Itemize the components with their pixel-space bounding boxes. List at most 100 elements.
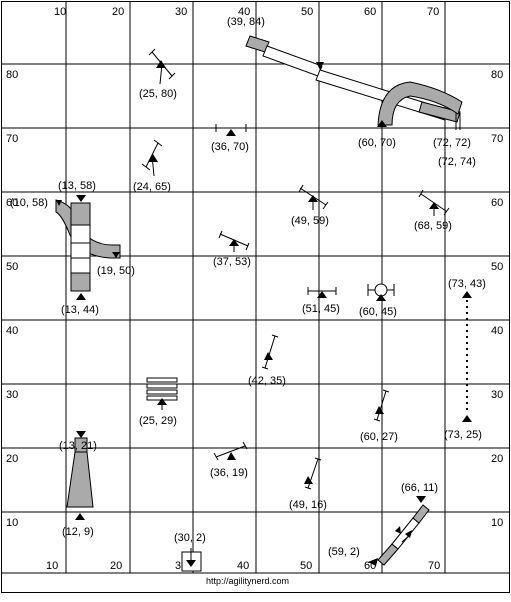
- jump-wing: [322, 201, 329, 210]
- teeter-59-2: [368, 496, 430, 566]
- jump-wing: [242, 441, 248, 450]
- tunnel-obstacle: [377, 81, 463, 127]
- tire-60-45: [367, 283, 395, 301]
- teeter-plank-end: [412, 504, 430, 524]
- entry-arrow-66-11: [416, 496, 426, 503]
- x-tick-bottom: 40: [237, 560, 249, 572]
- coord-label: (12, 9): [62, 526, 94, 538]
- weave-segment: [70, 224, 91, 244]
- x-tick-top: 40: [238, 6, 250, 18]
- x-tick-top: 20: [112, 6, 124, 18]
- jump-wing: [271, 334, 279, 338]
- jump-wing: [298, 184, 304, 193]
- coord-label: (36, 19): [210, 467, 248, 479]
- coord-label: (39, 84): [227, 16, 265, 28]
- coord-label: (30, 2): [174, 532, 206, 544]
- exit-arrow-13-44: [76, 293, 86, 300]
- broad-jump-board: [146, 383, 178, 389]
- x-tick-top: 50: [301, 6, 313, 18]
- y-axis-right: 80 70 60 50 40 30 20 10: [491, 69, 503, 529]
- direction-arrow: [317, 291, 327, 298]
- x-tick-top: 60: [364, 6, 376, 18]
- coord-label: (13, 21): [59, 440, 97, 452]
- jump-wing: [418, 189, 424, 198]
- jump-wing: [141, 163, 151, 171]
- coord-label: (42, 35): [248, 375, 286, 387]
- coord-label: (19, 50): [97, 265, 135, 277]
- jump-wing: [213, 452, 219, 461]
- jump-wing: [245, 242, 250, 251]
- y-tick-left: 60: [6, 197, 18, 209]
- jump-37-53: [218, 230, 250, 252]
- jump-51-45: [307, 287, 337, 298]
- tunnel-end-marker: [112, 252, 120, 258]
- jump-wing: [218, 230, 223, 239]
- direction-arrow: [227, 452, 236, 460]
- y-tick-left: 20: [6, 453, 18, 465]
- coord-label: (68, 59): [414, 220, 452, 232]
- coord-label: (51, 45): [302, 303, 340, 315]
- coord-label: (59, 2): [328, 546, 360, 558]
- coord-label: (60, 27): [360, 431, 398, 443]
- jump-36-70: [215, 124, 247, 136]
- x-tick-top: 10: [54, 6, 66, 18]
- jump-bar: [215, 445, 246, 458]
- direction-arrow: [226, 129, 236, 136]
- jump-wing: [304, 486, 312, 490]
- jump-60-27: [373, 389, 390, 422]
- coord-label: (25, 29): [139, 415, 177, 427]
- y-tick-right: 80: [491, 69, 503, 81]
- y-tick-right: 70: [491, 133, 503, 145]
- jump-wing: [153, 139, 163, 147]
- tunnel-entry-marker: [377, 120, 387, 127]
- coord-label: (60, 70): [358, 137, 396, 149]
- coord-label: (73, 43): [448, 278, 486, 290]
- start-arrow: [186, 560, 196, 567]
- weave-end-arrow: [462, 415, 472, 422]
- y-tick-left: 10: [6, 517, 18, 529]
- jump-wing: [373, 418, 381, 422]
- entry-arrow-13-58: [76, 195, 86, 202]
- broad-jump-board: [146, 377, 178, 383]
- footer-url[interactable]: http://agilitynerd.com: [206, 576, 289, 586]
- coord-label: (49, 59): [291, 215, 329, 227]
- direction-arrow: [157, 398, 167, 405]
- x-tick-top: 70: [427, 6, 439, 18]
- x-tick-top: 30: [175, 6, 187, 18]
- direction-arrow: [156, 60, 166, 68]
- y-tick-right: 20: [491, 453, 503, 465]
- coord-label: (13, 44): [61, 304, 99, 316]
- a-frame-ramp: [66, 451, 94, 508]
- jump-bar: [376, 390, 387, 421]
- broad-jump-board: [146, 389, 178, 395]
- jump-wing: [148, 48, 156, 56]
- weave-start-arrow: [462, 291, 472, 298]
- x-tick-bottom: 10: [46, 560, 58, 572]
- jump-36-19: [213, 441, 248, 461]
- direction-arrow: [308, 195, 318, 202]
- coord-label: (72, 72): [433, 137, 471, 149]
- weave-segment: [70, 242, 91, 259]
- coord-label: (37, 53): [213, 256, 251, 268]
- jump-bar: [420, 193, 447, 212]
- jump-wing: [314, 457, 322, 461]
- start-box-30-2: [181, 548, 202, 572]
- direction-arrow: [264, 352, 273, 360]
- coord-label: (60, 45): [359, 306, 397, 318]
- jump-25-80: [148, 48, 176, 85]
- y-tick-left: 30: [6, 389, 18, 401]
- weave-poles-73: [462, 291, 472, 422]
- coord-label: (10, 58): [10, 197, 48, 209]
- jump-wing: [168, 72, 176, 80]
- jump-wing: [261, 366, 269, 370]
- y-tick-right: 10: [491, 517, 503, 529]
- coord-label: (36, 70): [211, 141, 249, 153]
- y-tick-right: 40: [491, 325, 503, 337]
- jump-49-16: [304, 457, 322, 490]
- direction-arrow: [375, 406, 384, 414]
- direction-arrow: [229, 239, 239, 246]
- broad-jump-25-29: [146, 377, 178, 410]
- jump-42-35: [261, 334, 279, 370]
